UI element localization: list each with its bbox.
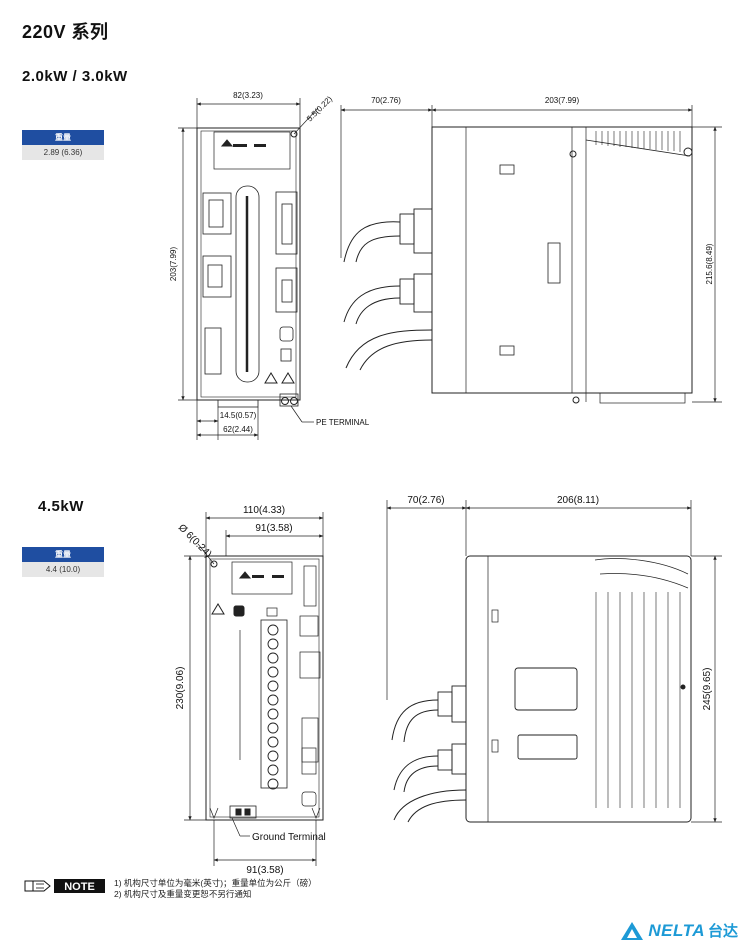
pe-terminal-label: PE TERMINAL	[316, 418, 370, 427]
dim-hole-b: Ø 6(0.24)	[176, 522, 214, 560]
weight-label: 重量	[22, 547, 104, 562]
dim-bottom-width-a: 62(2.44)	[223, 425, 253, 434]
dim-bottom-offset-a: 14.5(0.57)	[220, 411, 257, 420]
dim-front-width-a: 82(3.23)	[233, 91, 263, 100]
logo-word: NELTA	[648, 920, 705, 940]
section-b-heading: 4.5kW	[38, 498, 84, 515]
delta-logo: NELTA 台达	[620, 920, 738, 941]
dim-depth-a: 203(7.99)	[545, 96, 580, 105]
side-dims-a	[340, 105, 722, 403]
note-icon: NOTE	[24, 878, 106, 894]
weight-box-a: 重量 2.89 (6.36)	[22, 130, 104, 160]
weight-label: 重量	[22, 130, 104, 145]
front-view-a	[196, 127, 301, 408]
front-view-b	[205, 555, 324, 821]
dim-inner-width-b: 91(3.58)	[255, 523, 292, 534]
ground-terminal-label: Ground Terminal	[252, 832, 326, 843]
dim-front-height-b: 230(9.06)	[175, 667, 186, 710]
dim-bottom-width-b: 91(3.58)	[246, 865, 283, 876]
weight-value: 2.89 (6.36)	[22, 145, 104, 160]
page-title: 220V 系列	[22, 22, 109, 42]
logo-cn: 台达	[707, 923, 738, 940]
front-dims-a	[178, 98, 319, 440]
note-text: 1) 机构尺寸单位为毫米(英寸)；重量单位为公斤（磅） 2) 机构尺寸及重量变更…	[114, 878, 317, 900]
note-line-1: 1) 机构尺寸单位为毫米(英寸)；重量单位为公斤（磅）	[114, 878, 317, 888]
side-view-a	[343, 126, 693, 404]
note-badge: NOTE	[64, 881, 95, 893]
note-line-2: 2) 机构尺寸及重量变更恕不另行通知	[114, 889, 252, 899]
side-view-b	[391, 555, 692, 823]
weight-box-b: 重量 4.4 (10.0)	[22, 547, 104, 577]
dim-front-width-b: 110(4.33)	[243, 505, 285, 516]
dim-side-height-b: 245(9.65)	[702, 668, 713, 711]
dim-depth-b: 206(8.11)	[557, 495, 599, 506]
delta-triangle-icon	[621, 921, 644, 940]
section-a-heading: 2.0kW / 3.0kW	[22, 68, 128, 85]
dim-side-height-a: 215.6(8.49)	[705, 243, 714, 284]
dim-front-height-a: 203(7.99)	[169, 247, 178, 282]
dim-side-offset-b: 70(2.76)	[407, 495, 444, 506]
note: NOTE 1) 机构尺寸单位为毫米(英寸)；重量单位为公斤（磅） 2) 机构尺寸…	[24, 878, 317, 900]
front-dims-b	[184, 512, 324, 866]
dim-side-offset-a: 70(2.76)	[371, 96, 401, 105]
side-dims-b	[386, 500, 722, 823]
weight-value: 4.4 (10.0)	[22, 562, 104, 577]
dim-hole-a: 5.5(0.22)	[305, 94, 334, 123]
